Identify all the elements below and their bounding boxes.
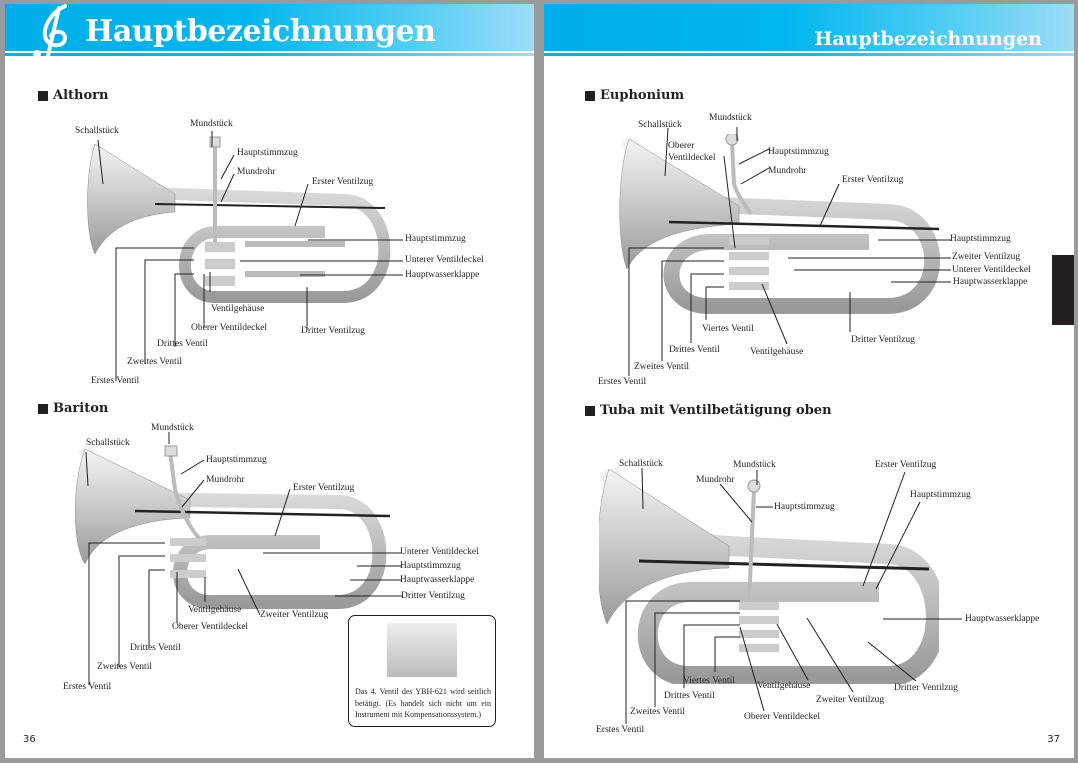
tuba-label-hauptwasserklappe: Hauptwasserklappe: [965, 614, 1040, 624]
bariton-label-hauptwasserklappe: Hauptwasserklappe: [400, 575, 475, 585]
header-rule: [544, 51, 1074, 53]
bariton-label-dritter-ventilzug: Dritter Ventilzug: [401, 591, 465, 601]
euphonium-label-schallstueck: Schallstück: [638, 120, 682, 130]
tuba-label-erstes-ventil: Erstes Ventil: [596, 725, 645, 735]
euphonium-label-zweiter-ventilzug: Zweiter Ventilzug: [952, 252, 1021, 262]
note-text: Das 4. Ventil des YBH-621 wird seitlich …: [355, 687, 491, 720]
euphonium-label-hauptwasserklappe: Hauptwasserklappe: [953, 277, 1028, 287]
header-rule: [5, 51, 534, 53]
bullet-square-icon: [585, 90, 595, 101]
tuba-label-erster-ventilzug: Erster Ventilzug: [875, 460, 937, 470]
tuba-label-zweites-ventil: Zweites Ventil: [630, 707, 685, 717]
tuba-label-drittes-ventil: Drittes Ventil: [664, 691, 715, 701]
tuba-label-zweiter-ventilzug: Zweiter Ventilzug: [816, 695, 885, 705]
note-box-fourth-valve: Das 4. Ventil des YBH-621 wird seitlich …: [348, 615, 496, 727]
treble-clef-icon: [33, 4, 68, 62]
bullet-square-icon: [38, 90, 48, 101]
page-title: Hauptbezeichnungen: [85, 14, 436, 49]
page-left: Hauptbezeichnungen Althorn S: [5, 4, 534, 758]
euphonium-label-dritter-ventilzug: Dritter Ventilzug: [851, 335, 915, 345]
chapter-tab-marker: [1052, 255, 1074, 325]
section-heading-tuba: Tuba mit Ventilbetätigung oben: [585, 403, 832, 418]
tuba-label-ventilgehaeuse: Ventilgehäuse: [757, 681, 811, 691]
page-number-left: 36: [23, 734, 36, 745]
bariton-label-mundstueck: Mundstück: [151, 423, 194, 433]
euphonium-label-erster-ventilzug: Erster Ventilzug: [842, 175, 904, 185]
bullet-square-icon: [585, 405, 595, 416]
section-title: Bariton: [53, 401, 109, 416]
althorn-label-schallstueck: Schallstück: [75, 126, 119, 136]
bariton-label-zweiter-ventilzug: Zweiter Ventilzug: [260, 610, 329, 620]
section-heading-bariton: Bariton: [38, 401, 108, 416]
althorn-label-erstes-ventil: Erstes Ventil: [91, 376, 140, 386]
euphonium-label-drittes-ventil: Drittes Ventil: [669, 345, 720, 355]
section-heading-althorn: Althorn: [38, 88, 108, 103]
tuba-illustration: [599, 465, 939, 684]
bariton-label-erster-ventilzug: Erster Ventilzug: [293, 483, 355, 493]
page-title-right: Hauptbezeichnungen: [814, 28, 1042, 50]
euphonium-label-zweites-ventil: Zweites Ventil: [634, 362, 689, 372]
althorn-label-ventilgehaeuse: Ventilgehäuse: [211, 304, 265, 314]
tuba-label-oberer-ventildeckel: Oberer Ventildeckel: [744, 712, 821, 722]
tuba-label-dritter-ventilzug: Dritter Ventilzug: [894, 683, 958, 693]
bariton-label-hauptstimmzug-top: Hauptstimmzug: [206, 455, 267, 465]
bariton-illustration: [75, 445, 391, 609]
tuba-label-mundstueck: Mundstück: [733, 460, 776, 470]
euphonium-label-hauptstimmzug-top: Hauptstimmzug: [768, 147, 829, 157]
euphonium-label-oberer-ventildeckel-line2: Ventildeckel: [668, 153, 716, 163]
althorn-label-oberer-ventildeckel: Oberer Ventildeckel: [191, 323, 268, 333]
tuba-label-hauptstimmzug-right: Hauptstimmzug: [910, 490, 971, 500]
euphonium-label-unterer-ventildeckel: Unterer Ventildeckel: [952, 265, 1031, 275]
fourth-valve-detail-image: [387, 623, 457, 677]
euphonium-label-hauptstimmzug-right: Hauptstimmzug: [950, 234, 1011, 244]
bariton-label-mundrohr: Mundrohr: [206, 475, 245, 485]
bariton-label-schallstueck: Schallstück: [86, 438, 130, 448]
euphonium-label-mundstueck: Mundstück: [709, 113, 752, 123]
bariton-label-unterer-ventildeckel: Unterer Ventildeckel: [400, 547, 479, 557]
bariton-label-hauptstimmzug-right: Hauptstimmzug: [400, 561, 461, 571]
header-banner-left: Hauptbezeichnungen: [5, 4, 534, 62]
tuba-label-mundrohr: Mundrohr: [696, 475, 735, 485]
bariton-label-zweites-ventil: Zweites Ventil: [97, 662, 152, 672]
althorn-label-zweites-ventil: Zweites Ventil: [127, 357, 182, 367]
section-title: Tuba mit Ventilbetätigung oben: [600, 403, 832, 418]
althorn-label-mundstueck: Mundstück: [190, 119, 233, 129]
euphonium-label-oberer-ventildeckel-line1: Oberer: [668, 141, 695, 151]
euphonium-label-ventilgehaeuse: Ventilgehäuse: [750, 347, 804, 357]
page-right: Hauptbezeichnungen Euphonium Mundstück S…: [544, 4, 1074, 758]
section-title: Althorn: [53, 88, 109, 103]
tuba-label-hauptstimmzug-top: Hauptstimmzug: [774, 502, 835, 512]
bariton-label-oberer-ventildeckel: Oberer Ventildeckel: [172, 622, 249, 632]
althorn-label-hauptstimmzug-top: Hauptstimmzug: [237, 148, 298, 158]
althorn-label-drittes-ventil: Drittes Ventil: [157, 339, 208, 349]
bariton-label-erstes-ventil: Erstes Ventil: [63, 682, 112, 692]
header-banner-right: Hauptbezeichnungen: [544, 4, 1074, 56]
section-heading-euphonium: Euphonium: [585, 88, 684, 103]
althorn-label-hauptstimmzug-right: Hauptstimmzug: [405, 234, 466, 244]
bariton-label-drittes-ventil: Drittes Ventil: [130, 643, 181, 653]
althorn-label-mundrohr: Mundrohr: [237, 167, 276, 177]
althorn-label-dritter-ventilzug: Dritter Ventilzug: [301, 326, 365, 336]
althorn-label-hauptwasserklappe: Hauptwasserklappe: [405, 270, 480, 280]
tuba-label-viertes-ventil: Viertes Ventil: [683, 676, 735, 686]
tuba-label-schallstueck: Schallstück: [619, 459, 663, 469]
bullet-square-icon: [38, 403, 48, 414]
page-number-right: 37: [1047, 734, 1060, 745]
section-title: Euphonium: [600, 88, 685, 103]
euphonium-label-erstes-ventil: Erstes Ventil: [598, 377, 647, 387]
euphonium-label-viertes-ventil: Viertes Ventil: [702, 324, 754, 334]
euphonium-label-mundrohr: Mundrohr: [768, 166, 807, 176]
bariton-label-ventilgehaeuse: Ventilgehäuse: [188, 605, 242, 615]
althorn-label-erster-ventilzug: Erster Ventilzug: [312, 177, 374, 187]
althorn-illustration: [87, 136, 391, 303]
althorn-label-unterer-ventildeckel: Unterer Ventildeckel: [405, 255, 484, 265]
